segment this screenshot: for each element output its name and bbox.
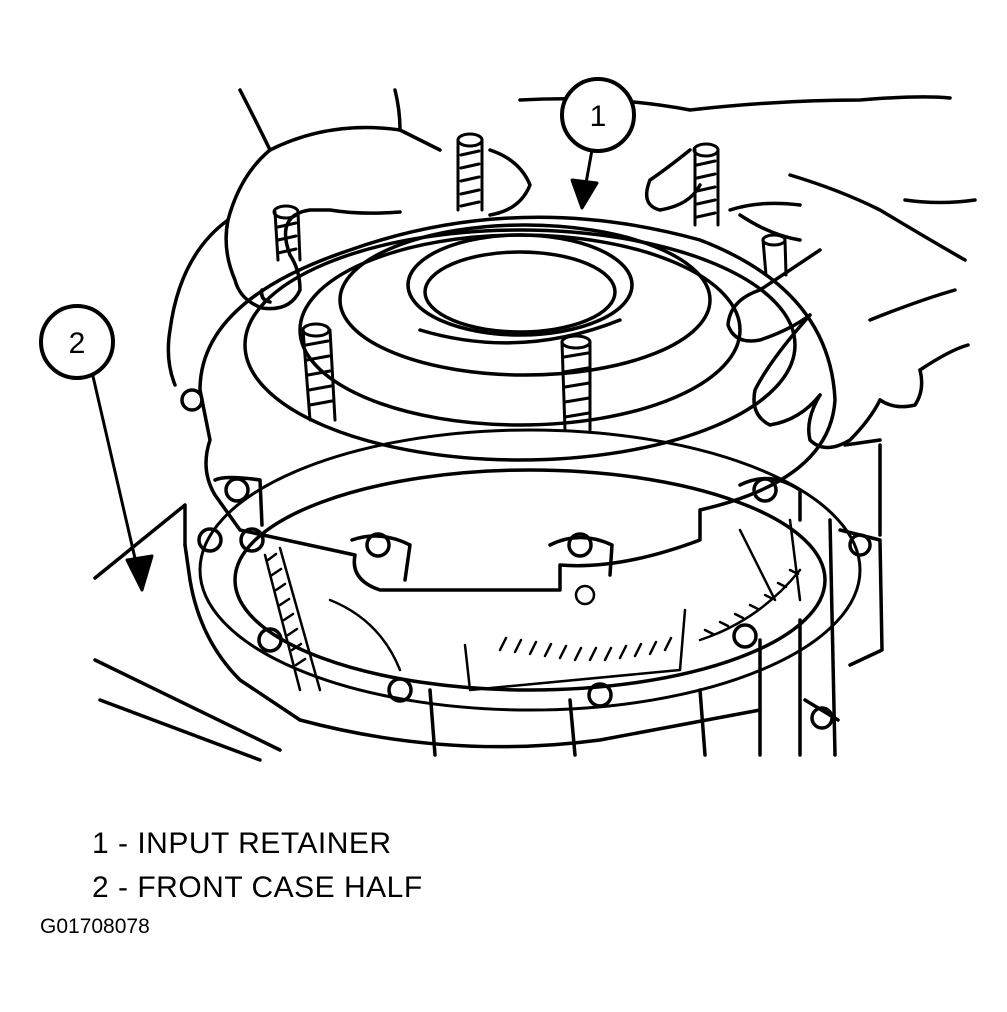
legend-item-input-retainer: 1 - INPUT RETAINER (92, 827, 392, 860)
callout-2-number: 2 (69, 327, 86, 360)
front-case-half (197, 428, 862, 712)
callout-2-arrowhead (125, 554, 154, 592)
legend-item-front-case-half: 2 - FRONT CASE HALF (92, 871, 423, 904)
left-hand (166, 88, 532, 387)
callout-1: 1 (560, 77, 636, 153)
retainer-studs (272, 132, 788, 432)
input-retainer (180, 215, 837, 592)
legend: 1 - INPUT RETAINER 2 - FRONT CASE HALF (92, 822, 423, 910)
callout-1-number: 1 (590, 100, 607, 133)
transmission-housing (93, 438, 884, 762)
right-hand (518, 95, 977, 450)
figure-id: G01708078 (40, 915, 150, 938)
internal-gears (263, 518, 802, 692)
callout-leaders (90, 148, 599, 592)
input-retainer-diagram: 1 2 (39, 77, 977, 762)
callout-2: 2 (39, 304, 115, 380)
callout-2-leader (90, 370, 142, 582)
callout-1-arrowhead (570, 178, 599, 210)
